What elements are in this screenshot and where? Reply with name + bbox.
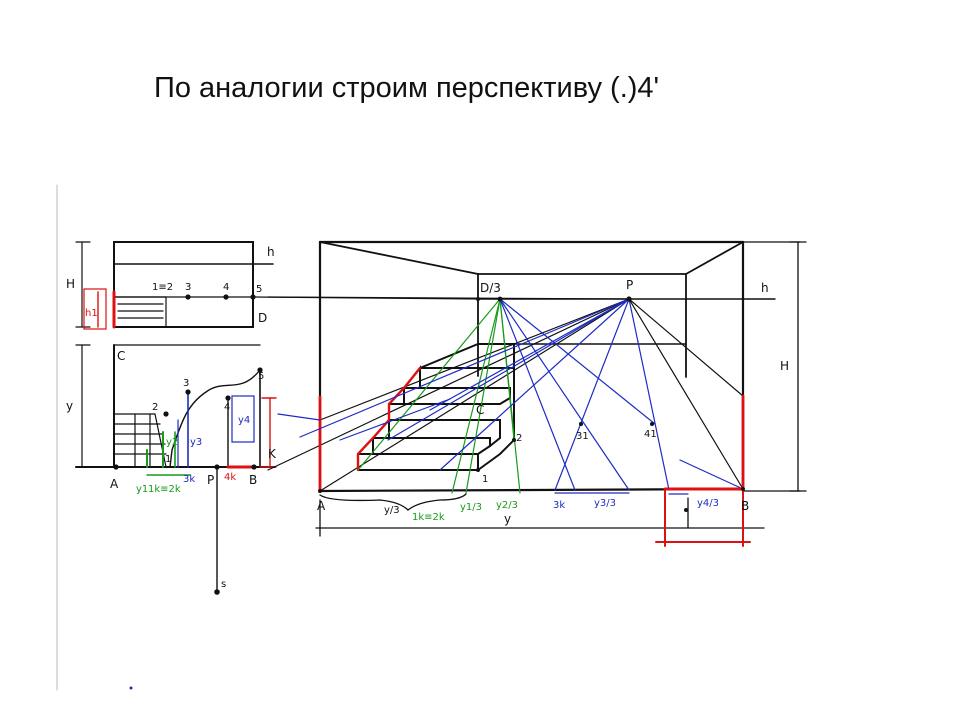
label-y2-3-persp: y2/3: [496, 500, 518, 511]
label-3-plan: 3: [183, 378, 189, 389]
label-2-persp: 2: [516, 433, 522, 444]
label-S: s: [221, 579, 226, 590]
label-1-persp: 1: [482, 474, 488, 485]
label-y3-plan: y3: [190, 437, 202, 448]
label-D3: D/3: [480, 281, 501, 295]
label-y4-3-persp: y4/3: [697, 498, 719, 509]
label-41: 41: [644, 429, 657, 440]
label-1-2-elev: 1≡2: [152, 282, 173, 293]
label-K: K: [268, 447, 277, 461]
label-B-persp: B: [741, 499, 749, 513]
label-3-elev: 3: [185, 282, 191, 293]
label-P-plan: P: [207, 473, 214, 487]
label-H-elev: H: [66, 277, 75, 291]
label-31: 31: [576, 431, 589, 442]
plan-view: [75, 344, 277, 595]
label-B-plan: B: [249, 473, 257, 487]
label-h-elev: h: [267, 245, 275, 259]
orthographic-views: h H h1 1≡2 3 4 5 D C y 3 2 1 4 5 y4 K A …: [56, 184, 481, 691]
label-h1: h1: [85, 308, 98, 319]
label-4-plan: 4: [224, 402, 230, 413]
label-A-persp: A: [317, 499, 326, 513]
label-A-plan: A: [110, 477, 119, 491]
perspective-view: D/3 P h H C A B y/3 1k≡2k y1/3 y2/3 y 3k…: [267, 240, 807, 547]
label-1k-2k-plan: 1k≡2k: [148, 484, 181, 495]
slide-title: По аналогии строим перспективу (.)4': [154, 72, 660, 104]
label-y1-plan: y1: [136, 484, 148, 495]
label-y3-persp: y/3: [384, 505, 400, 516]
label-5-plan: 5: [258, 371, 264, 382]
label-y1-3-persp: y1/3: [460, 502, 482, 513]
label-h-persp: h: [761, 281, 769, 295]
label-C-persp: C: [476, 403, 484, 417]
label-D-elev: D: [258, 311, 267, 325]
label-y-persp: y: [504, 512, 511, 526]
label-2-plan: 2: [152, 402, 158, 413]
label-y3-3-persp: y3/3: [594, 498, 616, 509]
label-5-elev: 5: [256, 284, 262, 295]
ink-dot: [129, 686, 133, 690]
label-4k-plan: 4k: [224, 472, 236, 483]
label-y2-plan: y2: [166, 437, 178, 448]
label-C-plan: C: [117, 349, 125, 363]
label-P-persp: P: [626, 278, 633, 292]
label-3k-persp: 3k: [553, 500, 565, 511]
label-y4: y4: [238, 415, 250, 426]
label-3k-plan: 3k: [183, 474, 195, 485]
label-H-persp: H: [780, 359, 789, 373]
elevation-view: [75, 241, 481, 330]
label-1k-2k-persp: 1k≡2k: [412, 512, 445, 523]
label-y-plan: y: [66, 399, 73, 413]
label-1-plan: 1: [165, 454, 171, 465]
label-4-elev: 4: [223, 282, 229, 293]
